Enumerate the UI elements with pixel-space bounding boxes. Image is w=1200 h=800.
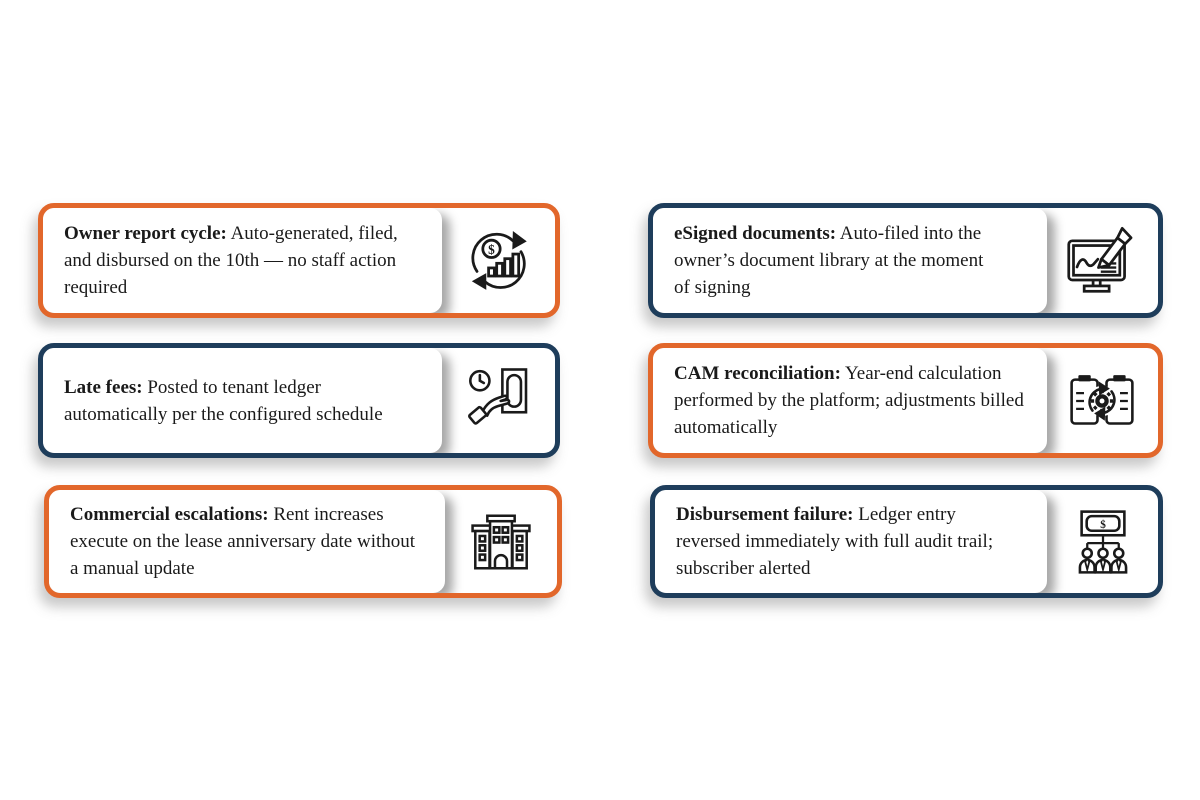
disbursement-tree-icon: $: [1078, 509, 1128, 574]
report-cycle-icon: $: [471, 230, 527, 290]
card-commercial-escalations: Commercial escalations: Rent increases e…: [44, 485, 562, 598]
card-text-panel: Late fees: Posted to tenant ledger autom…: [43, 348, 443, 453]
card-icon-area: [442, 348, 555, 453]
card-body: Auto-filed into the owner’s document lib…: [674, 223, 984, 298]
card-text: Commercial escalations: Rent increases e…: [70, 501, 424, 582]
card-icon-area: [1047, 348, 1158, 453]
card-text: Late fees: Posted to tenant ledger autom…: [64, 374, 409, 428]
card-title: Owner report cycle:: [64, 223, 227, 244]
card-disbursement-failure: Disbursement failure: Ledger entry rever…: [650, 485, 1163, 598]
card-text: Owner report cycle: Auto-generated, file…: [64, 220, 416, 301]
card-body: Year-end calculation performed by the pl…: [674, 363, 1024, 438]
card-body: Posted to tenant ledger automatically pe…: [64, 376, 383, 425]
card-body: Ledger entry reversed immediately with f…: [676, 504, 994, 579]
card-text-panel: Disbursement failure: Ledger entry rever…: [655, 490, 1048, 593]
card-late-fees: Late fees: Posted to tenant ledger autom…: [38, 343, 560, 458]
card-owner-report-cycle: Owner report cycle: Auto-generated, file…: [38, 203, 560, 318]
card-text-panel: eSigned documents: Auto-filed into the o…: [653, 208, 1047, 313]
card-esigned-documents: eSigned documents: Auto-filed into the o…: [648, 203, 1163, 318]
card-icon-area: [1047, 208, 1158, 313]
card-title: Late fees:: [64, 376, 143, 398]
card-cam-reconciliation: CAM reconciliation: Year-end calculation…: [648, 343, 1163, 458]
card-body: Rent increases execute on the lease anni…: [70, 504, 416, 579]
svg-text:$: $: [488, 241, 495, 256]
card-title: CAM reconciliation:: [674, 363, 841, 384]
card-text: Disbursement failure: Ledger entry rever…: [676, 501, 1016, 582]
card-icon-area: $: [442, 208, 555, 313]
card-title: Disbursement failure:: [676, 504, 854, 525]
card-icon-area: $: [1047, 490, 1158, 593]
card-text-panel: CAM reconciliation: Year-end calculation…: [653, 348, 1047, 453]
card-text: CAM reconciliation: Year-end calculation…: [674, 360, 1026, 441]
card-icon-area: [445, 490, 557, 593]
card-title: eSigned documents:: [674, 223, 837, 244]
card-text-panel: Owner report cycle: Auto-generated, file…: [43, 208, 443, 313]
card-body: Auto-generated, filed, and disbursed on …: [64, 223, 398, 298]
svg-text:$: $: [1100, 518, 1106, 530]
late-fee-payment-icon: [467, 367, 527, 425]
building-icon: [471, 513, 531, 570]
card-text: eSigned documents: Auto-filed into the o…: [674, 220, 989, 301]
reconciliation-sync-icon: [1070, 374, 1135, 425]
esign-monitor-icon: [1067, 226, 1133, 293]
card-text-panel: Commercial escalations: Rent increases e…: [49, 490, 446, 593]
card-title: Commercial escalations:: [70, 504, 269, 525]
